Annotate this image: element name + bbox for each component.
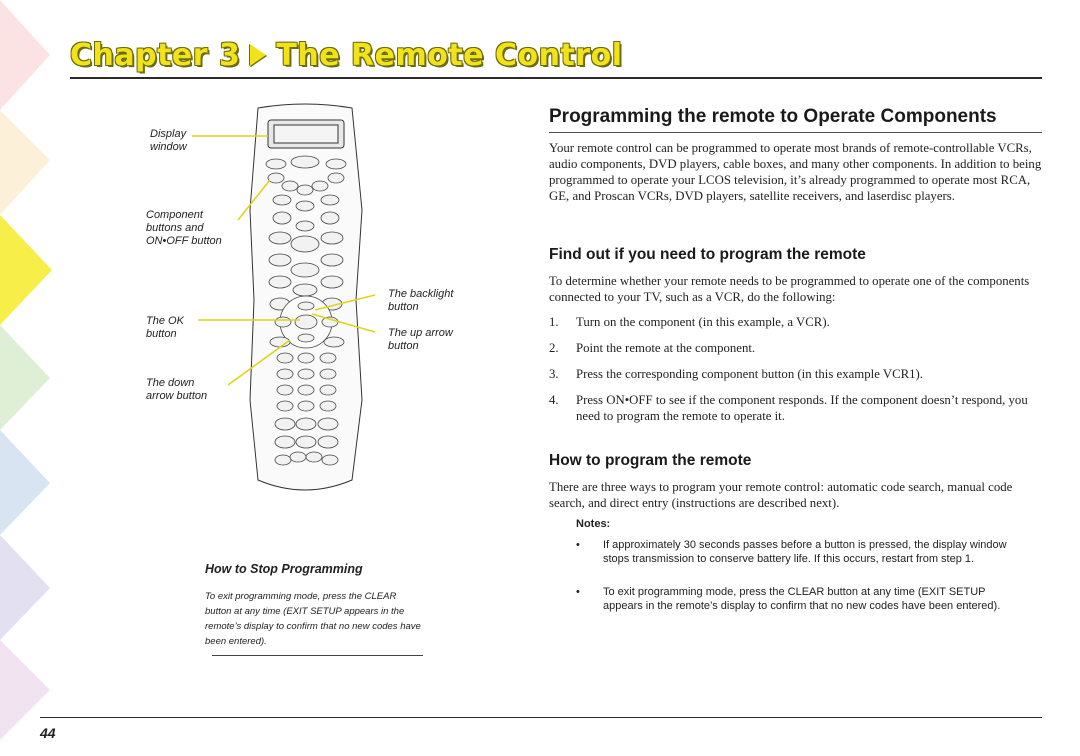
sidebar-text: To exit programming mode, press the CLEA… (205, 591, 421, 647)
find-out-heading: Find out if you need to program the remo… (549, 246, 866, 263)
step-text: Press ON•OFF to see if the component res… (576, 393, 1028, 423)
label-down-arrow-button: The down arrow button (146, 377, 208, 402)
step-number: 2. (549, 341, 559, 355)
decorative-edge-chevrons (0, 0, 52, 740)
label-display-window: Display window (150, 128, 187, 153)
step-number: 3. (549, 367, 559, 381)
page-number: 44 (40, 725, 56, 741)
sidebar-heading: How to Stop Programming (205, 562, 363, 576)
label-up-arrow-button: The up arrow button (388, 327, 453, 352)
remote-control-illustration (192, 103, 376, 491)
step-number: 4. (549, 393, 559, 407)
section-heading: Programming the remote to Operate Compon… (549, 106, 997, 127)
note-text: To exit programming mode, press the CLEA… (603, 586, 1001, 612)
bullet: • (576, 586, 580, 598)
step-text: Press the corresponding component button… (576, 367, 924, 381)
step-text: Turn on the component (in this example, … (576, 315, 830, 329)
chapter-number: Chapter 3 (70, 38, 241, 73)
how-to-heading: How to program the remote (549, 452, 752, 469)
header-rule (70, 77, 1042, 79)
label-component-buttons: Component buttons and ON•OFF button (146, 209, 222, 247)
step-number: 1. (549, 315, 559, 329)
label-backlight-button: The backlight button (388, 288, 454, 313)
chapter-title: The Remote Control (276, 38, 623, 73)
step-text: Point the remote at the component. (576, 341, 756, 355)
label-ok-button: The OK button (146, 315, 184, 340)
section-heading-rule (549, 132, 1042, 133)
how-to-paragraph: There are three ways to program your rem… (549, 480, 1013, 510)
bullet: • (576, 539, 580, 551)
play-triangle-icon (250, 43, 267, 66)
find-out-paragraph: To determine whether your remote needs t… (549, 274, 1030, 304)
intro-paragraph: Your remote control can be programmed to… (549, 141, 1042, 203)
chapter-header: Chapter 3 The Remote Control (70, 38, 622, 73)
sidebar-rule (212, 655, 423, 656)
footer-rule (40, 717, 1042, 718)
note-text: If approximately 30 seconds passes befor… (603, 539, 1007, 565)
notes-label: Notes: (576, 518, 611, 530)
